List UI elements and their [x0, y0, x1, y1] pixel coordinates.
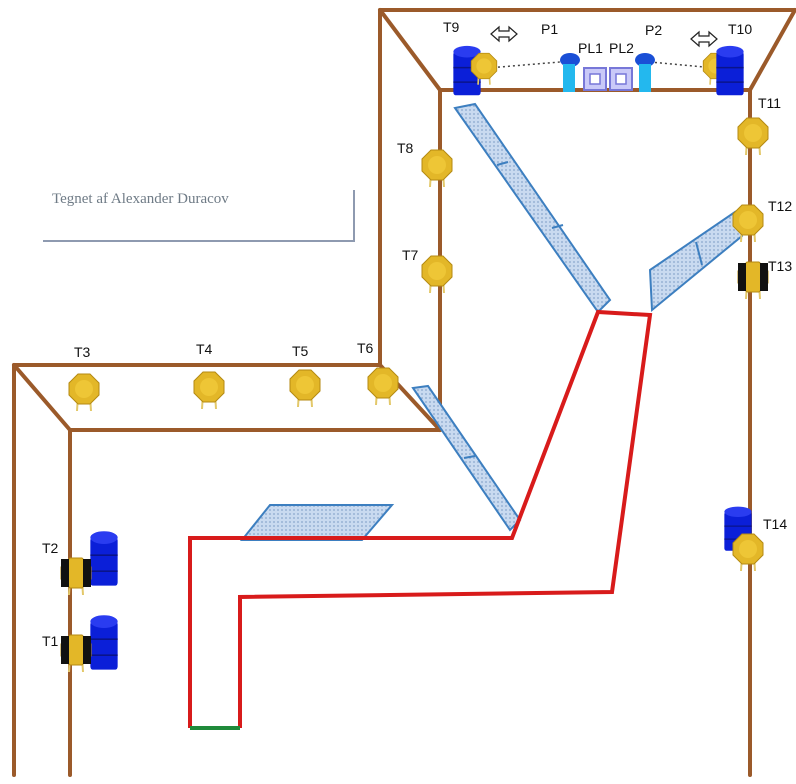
label-T4: T4 — [196, 341, 213, 357]
T2-sensor-icon — [60, 557, 92, 596]
label-T3: T3 — [74, 344, 91, 360]
label-T5: T5 — [292, 343, 309, 359]
top-dotted-lines — [487, 61, 716, 69]
label-P2: P2 — [645, 22, 662, 38]
T10-drum-icon — [715, 45, 745, 96]
PL1-box-icon — [583, 67, 607, 91]
T11-sensor-icon — [737, 117, 769, 156]
T5-sensor-icon — [289, 369, 321, 408]
label-T6: T6 — [357, 340, 374, 356]
double-arrow-icon — [490, 25, 518, 43]
label-T2: T2 — [42, 540, 59, 556]
T1-sensor-icon — [60, 634, 92, 673]
conveyor-panels — [239, 102, 744, 541]
label-T1: T1 — [42, 633, 59, 649]
label-T9: T9 — [443, 19, 460, 35]
label-T12: T12 — [768, 198, 792, 214]
T8-sensor-icon — [421, 149, 453, 188]
P1-pump-icon — [560, 53, 580, 92]
credit-box — [43, 190, 355, 242]
T7-sensor-icon — [421, 255, 453, 294]
credit-text: Tegnet af Alexander Duracov — [52, 191, 229, 207]
conveyor-panel-upper-right — [648, 210, 744, 313]
double-arrow-icon — [690, 30, 718, 48]
conveyor-panel-upper-left — [453, 102, 612, 314]
T3-sensor-icon — [68, 373, 100, 412]
frame — [12, 8, 796, 777]
label-P1: P1 — [541, 21, 558, 37]
label-PL2: PL2 — [609, 40, 634, 56]
T4-sensor-icon — [193, 371, 225, 410]
labels: T1 T2 T3 T4 T5 T6 T7 T8 T9 T10 T11 T12 T… — [42, 19, 792, 649]
T1-drum-icon — [89, 614, 119, 671]
label-T8: T8 — [397, 140, 414, 156]
label-T11: T11 — [758, 95, 781, 111]
T13-sensor-icon — [737, 261, 769, 300]
PL2-box-icon — [609, 67, 633, 91]
T6-sensor-icon — [367, 367, 399, 406]
label-T10: T10 — [728, 21, 752, 37]
conveyor-panel-lower — [239, 504, 395, 541]
P2-pump-icon — [635, 53, 655, 92]
track — [188, 309, 653, 728]
label-T7: T7 — [402, 247, 419, 263]
label-PL1: PL1 — [578, 40, 603, 56]
T2-drum-icon — [89, 530, 119, 587]
label-T13: T13 — [768, 258, 792, 274]
label-T14: T14 — [763, 516, 787, 532]
